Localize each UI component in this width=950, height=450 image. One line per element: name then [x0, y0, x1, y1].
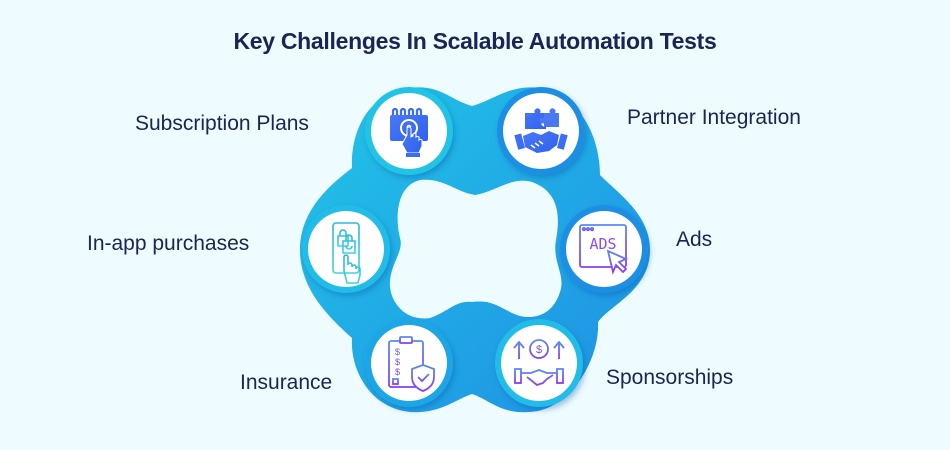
diagram-title: Key Challenges In Scalable Automation Te…	[233, 28, 717, 54]
node-partner-integration	[497, 87, 585, 175]
label-subscription-plans: Subscription Plans	[135, 112, 309, 135]
node-in-app-purchases	[302, 205, 390, 293]
node-insurance	[365, 319, 453, 407]
label-in-app-purchases: In-app purchases	[87, 232, 250, 255]
svg-text:$: $	[536, 344, 542, 356]
clipboard-shield-icon: $ $ $	[388, 336, 435, 392]
label-insurance: Insurance	[240, 371, 333, 394]
label-partner-integration: Partner Integration	[627, 106, 801, 129]
phone-shopping-bag-icon	[332, 222, 361, 284]
calendar-coin-tap-icon: $	[390, 107, 428, 157]
label-ads: Ads	[676, 228, 713, 251]
node-sponsorships	[495, 319, 583, 407]
handshake-dollar-arrows-icon: $	[513, 339, 565, 387]
svg-text:$: $	[395, 367, 400, 377]
svg-text:$: $	[395, 347, 400, 357]
ads-browser-cursor-icon: ADS	[579, 224, 629, 275]
label-sponsorships: Sponsorships	[606, 366, 734, 389]
puzzle-handshake-icon	[514, 108, 568, 153]
svg-text:ADS: ADS	[589, 235, 616, 253]
svg-text:$: $	[395, 357, 400, 367]
